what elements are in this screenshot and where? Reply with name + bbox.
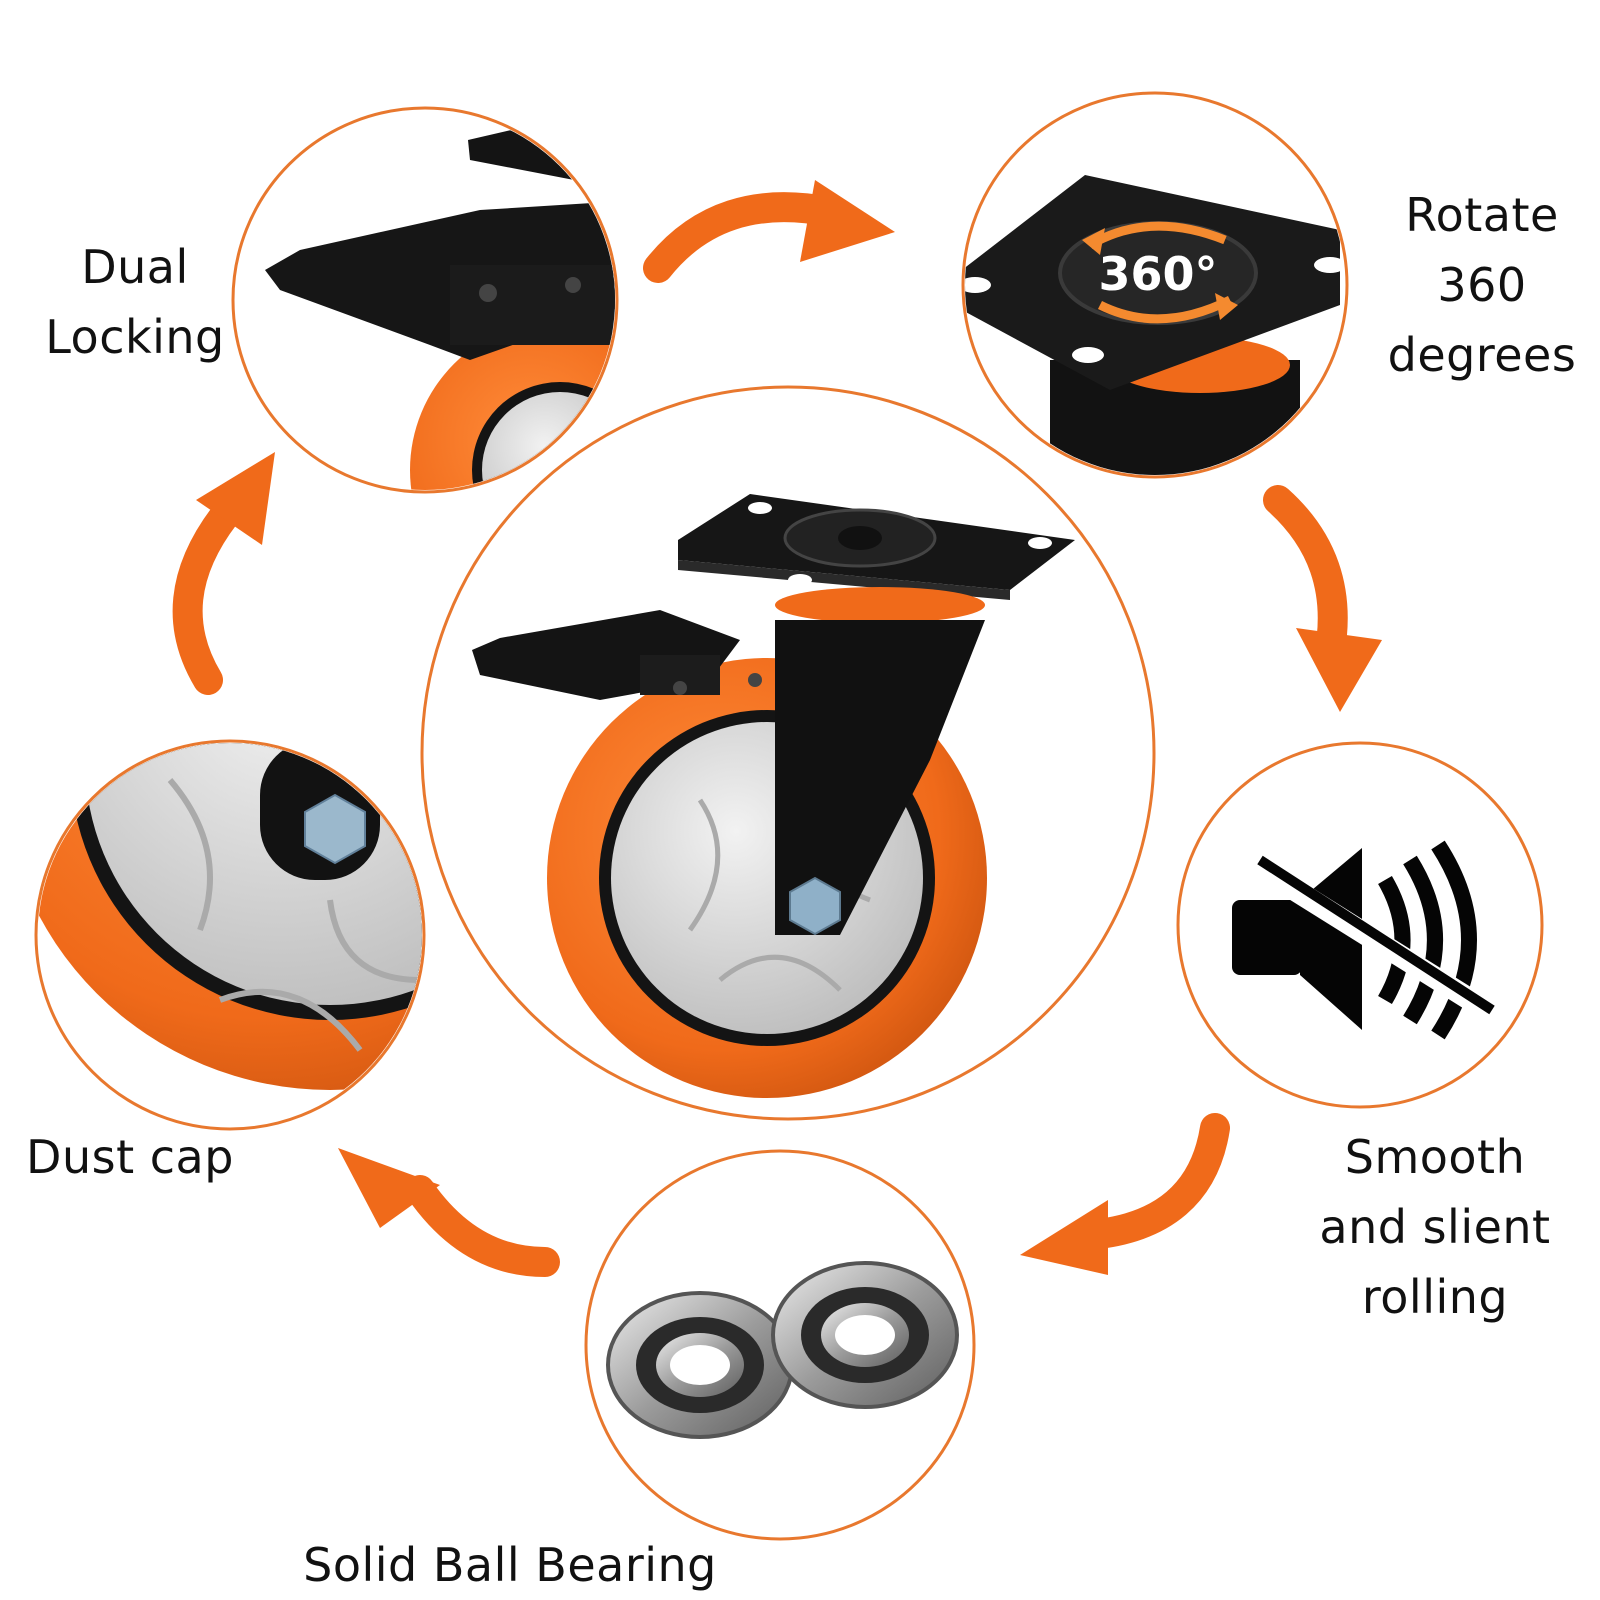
rotate-badge: 360°	[1098, 247, 1217, 301]
label-ball-bearing: Solid Ball Bearing	[303, 1538, 717, 1592]
flow-arrow-top	[643, 180, 895, 283]
flow-arrow-bottom-right	[1020, 1113, 1230, 1275]
rotation-arrows-icon	[1082, 221, 1238, 324]
center-caster-wheel	[472, 494, 1075, 1098]
flow-arrow-right	[1263, 485, 1382, 712]
label-dust-cap: Dust cap	[26, 1130, 234, 1184]
speaker-muted-icon	[1232, 840, 1496, 1040]
label-rotate-360: Rotate 360 degrees	[1387, 188, 1577, 382]
label-dual-locking: Dual Locking	[45, 240, 225, 364]
flow-arrow-bottom-left	[338, 1148, 560, 1277]
ball-bearing-closeup	[606, 1261, 959, 1439]
label-smooth-rolling: Smooth and slient rolling	[1319, 1130, 1551, 1324]
flow-arrow-left	[172, 452, 275, 695]
